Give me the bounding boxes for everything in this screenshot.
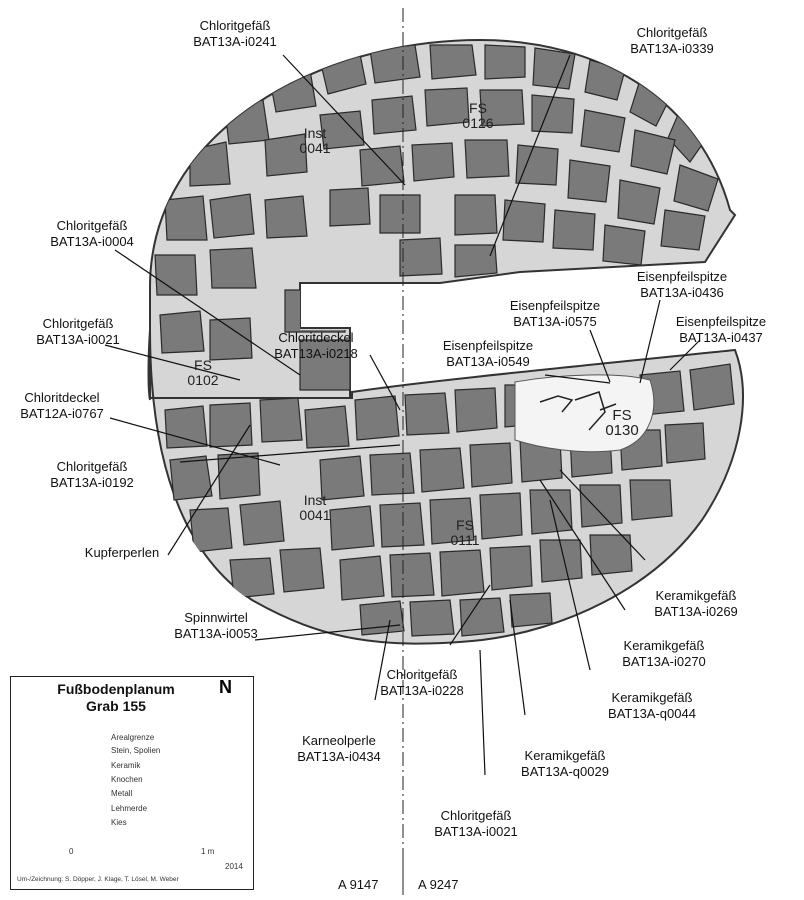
find-label: Kupferperlen bbox=[84, 545, 160, 560]
scale-end: 1 m bbox=[201, 847, 215, 856]
stones-lower bbox=[164, 363, 735, 637]
legend-item: Arealgrenze bbox=[111, 733, 155, 742]
legend-item: Kies bbox=[111, 818, 127, 827]
legend-item: Stein, Spolien bbox=[111, 746, 161, 755]
legend-subtitle: Grab 155 bbox=[86, 698, 146, 714]
grid-coord-right: A 9247 bbox=[418, 877, 459, 892]
grid-coord-left: A 9147 bbox=[338, 877, 379, 892]
legend-year: 2014 bbox=[225, 862, 243, 871]
north-arrow-label: N bbox=[219, 677, 232, 697]
legend-title: Fußbodenplanum bbox=[57, 681, 175, 697]
stones-upper bbox=[154, 44, 719, 391]
leader-lines bbox=[104, 54, 701, 776]
legend: Fußbodenplanum Grab 155 N Arealgrenze St… bbox=[10, 676, 254, 890]
legend-item: Keramik bbox=[111, 761, 141, 770]
legend-item: Metall bbox=[111, 789, 133, 798]
legend-item: Lehmerde bbox=[111, 804, 148, 813]
legend-item: Knochen bbox=[111, 775, 143, 784]
scale-start: 0 bbox=[69, 847, 74, 856]
legend-credit: Um-/Zeichnung: S. Döpper, J. Klage, T. L… bbox=[17, 876, 179, 883]
